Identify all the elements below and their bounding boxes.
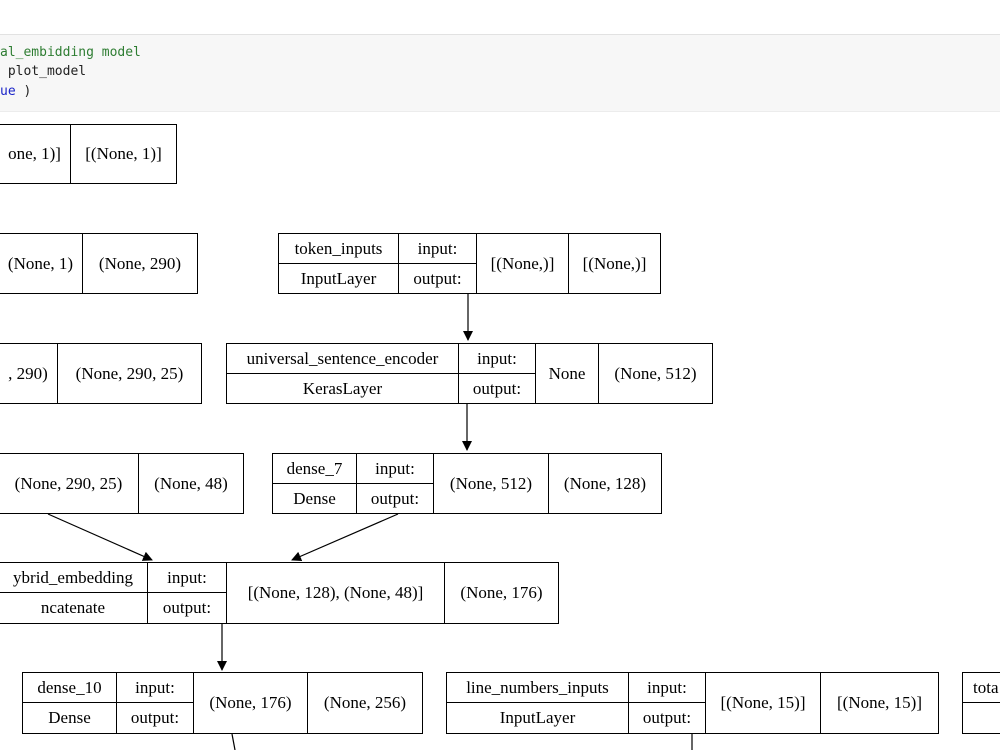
node-output-shape: (None, 256) xyxy=(307,672,423,734)
code-cell[interactable]: al_embidding model plot_model ue ) xyxy=(0,34,1000,112)
node-output-label: output: xyxy=(356,483,434,514)
node-name: ybrid_embedding xyxy=(0,562,148,593)
node-name: dense_7 xyxy=(272,453,357,484)
node-input-label: input: xyxy=(628,672,706,703)
code-line-1: al_embidding model xyxy=(0,45,141,60)
node-output-shape: (None, 290) xyxy=(82,233,198,294)
notebook-toolbar-area xyxy=(0,0,1000,34)
node-output-shape: (None, 128) xyxy=(548,453,662,514)
node-output-shape: (None, 176) xyxy=(444,562,559,624)
node-input-label: input: xyxy=(458,343,536,374)
node-input-shape: (None, 1) xyxy=(0,233,83,294)
node-output-shape: (None, 290, 25) xyxy=(57,343,202,404)
node-output-label: output: xyxy=(147,592,227,624)
node-type xyxy=(962,702,1000,734)
code-comment: al_embidding model xyxy=(0,45,141,60)
node-input-shape: None xyxy=(535,343,599,404)
node-output-label: output: xyxy=(398,263,477,294)
node-name: line_numbers_inputs xyxy=(446,672,629,703)
node-type: InputLayer xyxy=(278,263,399,294)
node-input-shape: [(None,)] xyxy=(476,233,569,294)
node-name: dense_10 xyxy=(22,672,117,703)
node-type: Dense xyxy=(272,483,357,514)
node-input-shape: , 290) xyxy=(0,343,58,404)
node-output-label: output: xyxy=(628,702,706,734)
code-text: ) xyxy=(15,84,32,99)
node-output-shape: [(None, 1)] xyxy=(70,124,177,184)
node-type: ncatenate xyxy=(0,592,148,624)
node-input-label: input: xyxy=(116,672,194,703)
node-output-label: output: xyxy=(116,702,194,734)
node-name: tota xyxy=(962,672,1000,703)
node-output-shape: [(None, 15)] xyxy=(820,672,939,734)
node-output-label: output: xyxy=(458,373,536,404)
node-input-shape: (None, 176) xyxy=(193,672,308,734)
code-line-2: plot_model xyxy=(0,64,87,79)
edge-dense-7-to-hybrid xyxy=(291,513,399,562)
edge-char-to-hybrid xyxy=(47,513,153,561)
node-input-shape: [(None, 15)] xyxy=(705,672,821,734)
edge-dense-10-out xyxy=(231,733,236,750)
node-name: token_inputs xyxy=(278,233,399,264)
node-type: Dense xyxy=(22,702,117,734)
node-type: KerasLayer xyxy=(226,373,459,404)
node-name: universal_sentence_encoder xyxy=(226,343,459,374)
node-input-label: input: xyxy=(398,233,477,264)
node-output-shape: (None, 48) xyxy=(138,453,244,514)
node-output-shape: (None, 512) xyxy=(598,343,713,404)
code-line-3: ue ) xyxy=(0,84,31,99)
node-input-label: input: xyxy=(147,562,227,593)
code-keyword: ue xyxy=(0,84,16,99)
node-type: InputLayer xyxy=(446,702,629,734)
node-input-shape: (None, 290, 25) xyxy=(0,453,139,514)
node-input-shape: one, 1)] xyxy=(0,124,71,184)
node-input-shape: (None, 512) xyxy=(433,453,549,514)
node-input-label: input: xyxy=(356,453,434,484)
node-output-shape: [(None,)] xyxy=(568,233,661,294)
node-input-shape: [(None, 128), (None, 48)] xyxy=(226,562,445,624)
